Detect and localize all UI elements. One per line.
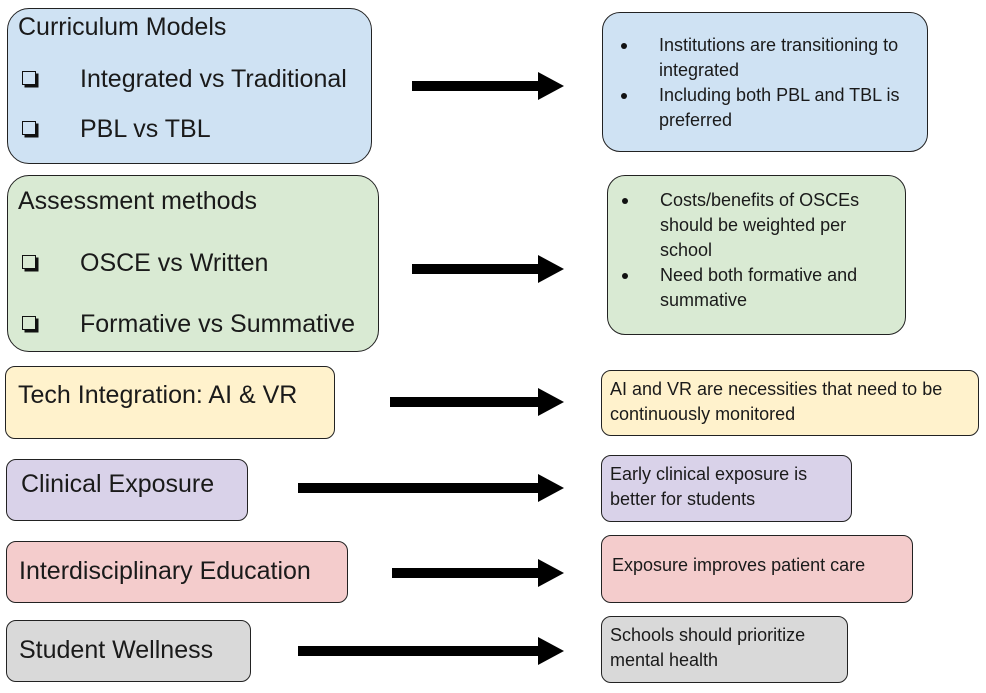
right-arrow-icon [412, 72, 564, 100]
right-arrow-icon [298, 474, 564, 502]
checklist-item-label: OSCE vs Written [80, 249, 269, 277]
checkbox-icon [22, 71, 36, 85]
clinical-exposure-title: Clinical Exposure [21, 470, 215, 498]
clinical-exposure-outcome-box: Early clinical exposure is better for st… [601, 455, 852, 522]
tech-integration-box: Tech Integration: AI & VR [5, 366, 335, 439]
bullet-icon [621, 43, 627, 49]
right-arrow-icon [298, 637, 564, 665]
bullet-icon [622, 198, 628, 204]
assessment-methods-outcome-box: Costs/benefits of OSCEs should be weight… [607, 175, 906, 335]
list-item: Costs/benefits of OSCEs should be weight… [616, 188, 901, 263]
tech-integration-outcome-box: AI and VR are necessities that need to b… [601, 370, 979, 436]
checkbox-icon [22, 316, 36, 330]
outcome-list: Institutions are transitioning to integr… [615, 33, 915, 133]
right-arrow-icon [390, 388, 564, 416]
clinical-exposure-box: Clinical Exposure [6, 459, 248, 521]
interdisciplinary-education-box: Interdisciplinary Education [6, 541, 348, 603]
checklist-item-label: PBL vs TBL [80, 115, 211, 143]
interdisciplinary-education-outcome-text: Exposure improves patient care [612, 555, 866, 575]
right-arrow-icon [392, 559, 564, 587]
checkbox-icon [22, 121, 36, 135]
outcome-list: Costs/benefits of OSCEs should be weight… [616, 188, 901, 313]
right-arrow-icon [412, 255, 564, 283]
curriculum-models-title: Curriculum Models [18, 13, 227, 41]
checkbox-icon [22, 255, 36, 269]
bullet-icon [621, 93, 627, 99]
tech-integration-outcome-text: AI and VR are necessities that need to b… [610, 379, 943, 424]
assessment-methods-title: Assessment methods [18, 187, 257, 215]
student-wellness-box: Student Wellness [6, 620, 251, 682]
curriculum-models-outcome-box: Institutions are transitioning to integr… [602, 12, 928, 152]
student-wellness-outcome-box: Schools should prioritize mental health [601, 616, 848, 683]
interdisciplinary-education-title: Interdisciplinary Education [19, 557, 311, 585]
curriculum-models-box: Curriculum Models Integrated vs Traditio… [7, 8, 372, 164]
bullet-icon [622, 273, 628, 279]
interdisciplinary-education-outcome-box: Exposure improves patient care [601, 535, 913, 603]
student-wellness-outcome-text: Schools should prioritize mental health [610, 625, 806, 670]
clinical-exposure-outcome-text: Early clinical exposure is better for st… [610, 464, 808, 509]
student-wellness-title: Student Wellness [19, 636, 214, 664]
checklist-item-label: Integrated vs Traditional [80, 65, 347, 93]
assessment-methods-box: Assessment methods OSCE vs Written Forma… [7, 175, 379, 352]
list-item: Institutions are transitioning to integr… [615, 33, 915, 83]
list-item: Including both PBL and TBL is preferred [615, 83, 915, 133]
checklist-item-label: Formative vs Summative [80, 310, 356, 338]
list-item: Need both formative and summative [616, 263, 901, 313]
tech-integration-title: Tech Integration: AI & VR [18, 381, 298, 409]
